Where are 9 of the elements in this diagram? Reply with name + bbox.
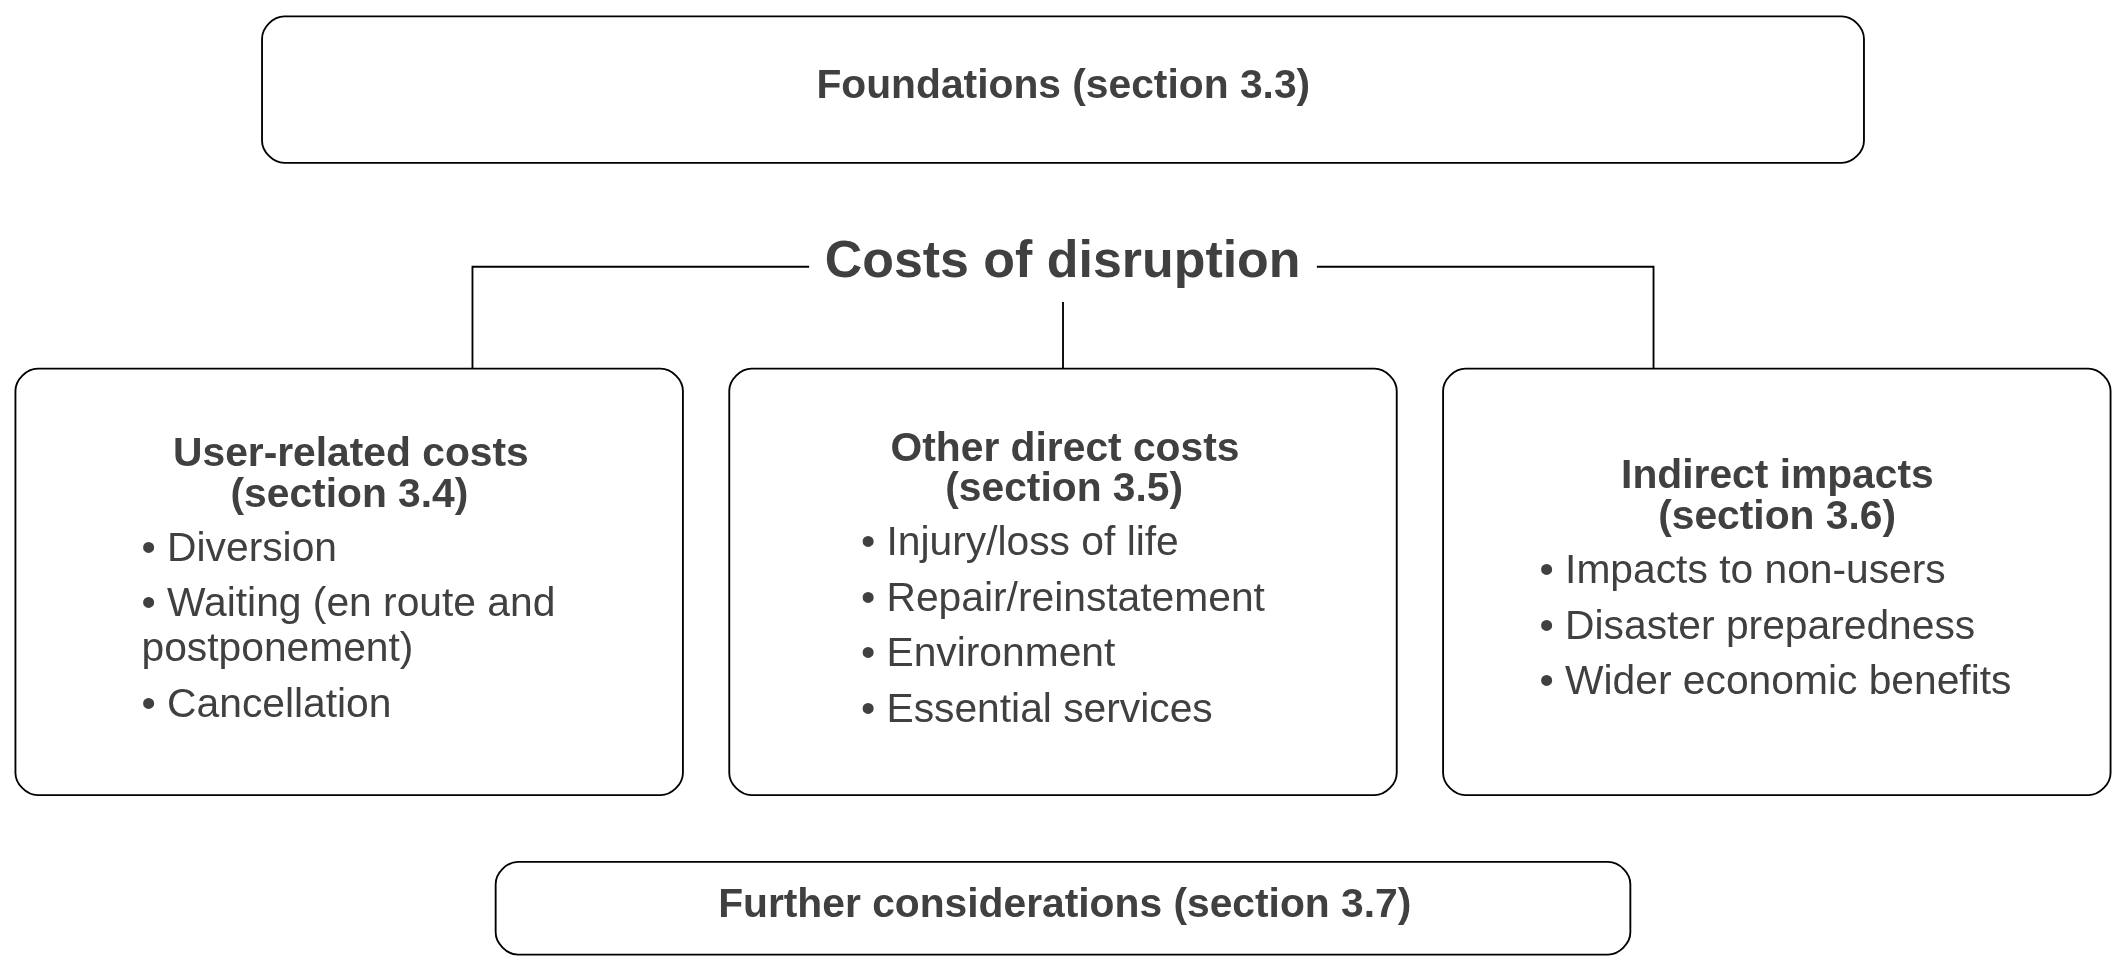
node-box: Foundations (section 3.3) — [261, 15, 1865, 164]
node-text: Costs of disruption — [824, 229, 1301, 288]
connector — [1315, 265, 1655, 369]
node-box: User-related costs (section 3.4) • Diversion • Waiting (en route and postponement) • Cancellation — [14, 367, 684, 796]
connector — [471, 265, 811, 369]
connector — [1062, 300, 1064, 369]
node-box: Further considerations (section 3.7) — [494, 860, 1632, 955]
node-box: Indirect impacts (section 3.6) • Impacts to non-users • Disaster preparedness • Wider economic benefits — [1442, 367, 2112, 796]
node-box: Other direct costs (section 3.5) • Injury/loss of life • Repair/reinstatement • Environment • Essential services — [728, 367, 1398, 796]
